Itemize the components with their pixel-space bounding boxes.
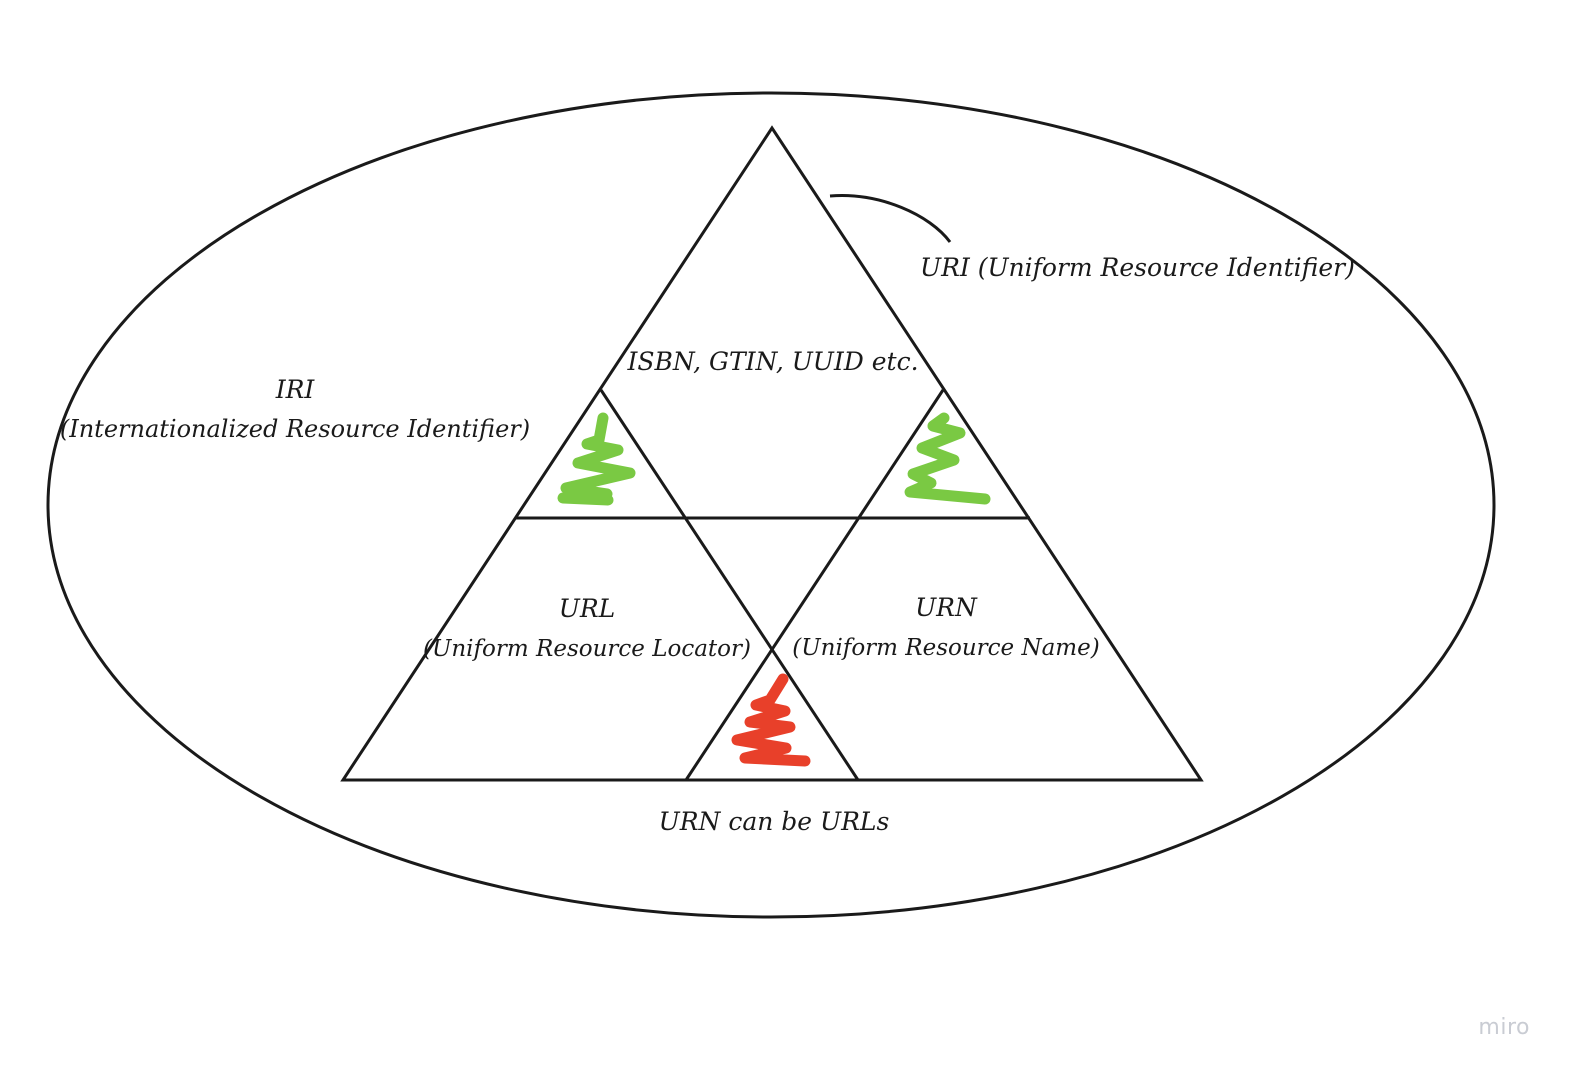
url-subtitle: (Uniform Resource Locator) xyxy=(423,636,751,662)
uri-triangle xyxy=(340,125,1204,782)
miro-watermark: miro xyxy=(1478,1015,1530,1040)
url-title: URL xyxy=(559,594,616,623)
uri-label: URI (Uniform Resource Identifier) xyxy=(920,253,1355,282)
iri-subtitle: (Internationalized Resource Identifier) xyxy=(60,415,530,443)
urn-title: URN xyxy=(915,593,978,622)
iri-ellipse xyxy=(46,91,1496,919)
green-scribble-left xyxy=(557,412,636,506)
uri-callout-line xyxy=(829,194,952,243)
iri-title: IRI xyxy=(275,375,316,404)
bottom-note: URN can be URLs xyxy=(659,807,890,836)
red-scribble-bottom xyxy=(731,673,811,767)
green-scribble-right xyxy=(904,412,991,505)
urn-subtitle: (Uniform Resource Name) xyxy=(792,635,1099,661)
inner-diagonal-right-upper xyxy=(684,389,945,781)
inner-diagonal-left-upper xyxy=(599,389,860,781)
top-examples-label: ISBN, GTIN, UUID etc. xyxy=(626,347,918,376)
